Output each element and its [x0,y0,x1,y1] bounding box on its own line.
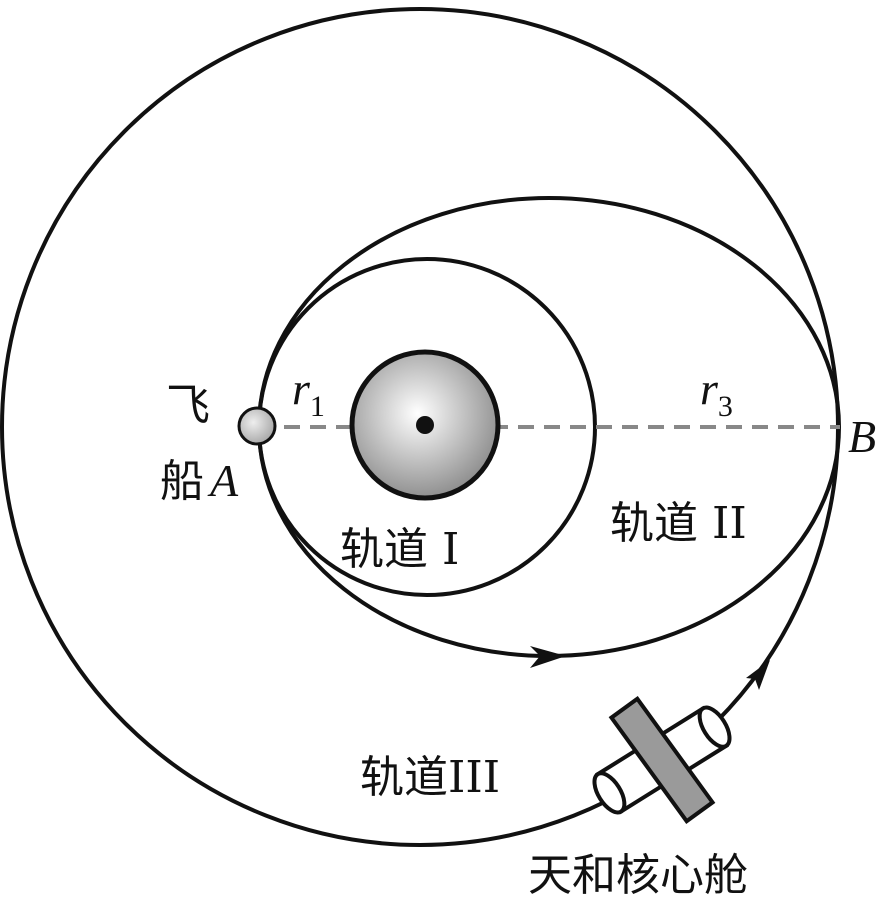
point-b-label: B [848,411,876,462]
orbit-2-label: 轨道 II [610,498,747,549]
arrow-icon [530,646,566,668]
space-station-icon [592,696,732,824]
arrow-icon [746,660,770,690]
r3-subscript: 3 [718,390,733,423]
r1-letter: r [292,363,311,414]
orbit-3-label: 轨道III [360,752,500,803]
point-a-label: A [207,455,239,506]
r3-letter: r [700,363,719,414]
spacecraft-label-top: 飞 [166,380,210,431]
planet-center-dot [416,416,434,434]
spacecraft-label-bottom: 船 [160,456,204,507]
orbit-1-label: 轨道 I [340,524,459,575]
station-label: 天和核心舱 [528,850,748,901]
r1-label: r1 [292,363,325,423]
spacecraft-icon [237,406,277,446]
r1-subscript: 1 [310,390,325,423]
r3-label: r3 [700,363,733,423]
